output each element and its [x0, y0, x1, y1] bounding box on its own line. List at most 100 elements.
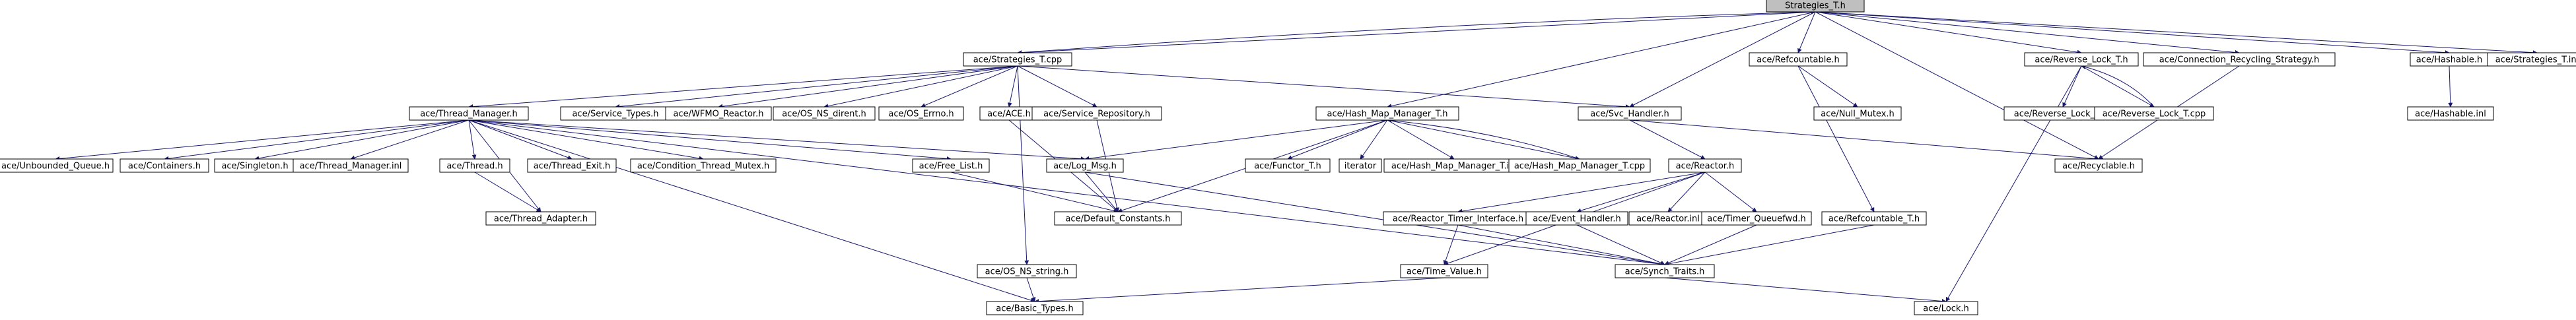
node-lock-h[interactable]: ace/Lock.h [1914, 301, 1978, 315]
node-box [1525, 211, 1628, 226]
node-label: ace/Null_Mutex.h [1821, 110, 1895, 119]
node-box [1400, 264, 1488, 278]
node-root[interactable]: Strategies_T.h [1766, 0, 1865, 13]
node-label: ace/Service_Repository.h [1043, 110, 1150, 119]
node-functor[interactable]: ace/Functor_T.h [1245, 158, 1331, 173]
edge-refcountable-to-null_mutex [1797, 65, 1858, 108]
node-box [0, 158, 114, 173]
node-basic-types[interactable]: ace/Basic_Types.h [986, 301, 1084, 315]
node-box [1315, 106, 1459, 121]
node-singleton[interactable]: ace/Singleton.h [214, 158, 296, 173]
edge-hash_map_mgr-to-log_msg [1084, 119, 1388, 161]
node-conn-recyc[interactable]: ace/Connection_Recycling_Strategy.h [2143, 52, 2336, 67]
node-synch-traits[interactable]: ace/Synch_Traits.h [1615, 264, 1715, 278]
node-rev-lock-cpp[interactable]: ace/Reverse_Lock_T.cpp [2094, 106, 2214, 121]
node-box [1701, 211, 1812, 226]
edge-refcountable-to-refcountable_t [1797, 65, 1875, 212]
node-label: ace/Thread_Manager.inl [300, 162, 402, 172]
node-label: ace/Log_Msg.h [1053, 162, 1117, 172]
node-free-list[interactable]: ace/Free_List.h [912, 158, 990, 173]
node-label: ace/Basic_Types.h [996, 304, 1073, 314]
edge-strat_cpp-to-os_ns_dirent [823, 65, 1018, 109]
node-strat-inl[interactable]: ace/Strategies_T.inl [2487, 52, 2576, 67]
node-label: Strategies_T.h [1785, 1, 1846, 11]
node-box [1046, 158, 1124, 173]
node-label: ace/Reactor.inl [1636, 214, 1700, 224]
node-ace-h[interactable]: ace/ACE.h [979, 106, 1039, 121]
edge-synch_traits-to-lock_h [1664, 277, 1947, 304]
node-box [2487, 52, 2576, 67]
node-label: ace/OS_NS_dirent.h [782, 110, 866, 119]
edge-rev_lock-to-rev_lock_inl [2062, 65, 2082, 108]
edge-strat_cpp-to-os_errno [921, 65, 1018, 108]
node-thread-adapter[interactable]: ace/Thread_Adapter.h [485, 211, 596, 226]
node-os-errno[interactable]: ace/OS_Errno.h [878, 106, 964, 121]
node-label: ace/Hash_Map_Manager_T.h [1327, 110, 1448, 119]
node-null-mutex[interactable]: ace/Null_Mutex.h [1813, 106, 1902, 121]
node-label: ace/Svc_Handler.h [1590, 110, 1669, 119]
node-os-ns-string[interactable]: ace/OS_NS_string.h [977, 264, 1077, 278]
node-timer-queuefwd[interactable]: ace/Timer_Queuefwd.h [1701, 211, 1812, 226]
node-label: ace/Reverse_Lock_T.cpp [2103, 110, 2206, 119]
node-refcountable-t[interactable]: ace/Refcountable_T.h [1821, 211, 1927, 226]
node-hash-map-mgr[interactable]: ace/Hash_Map_Manager_T.h [1315, 106, 1459, 121]
dependency-edges [55, 9, 2538, 304]
node-box [409, 106, 529, 121]
node-box [773, 106, 876, 121]
node-box [665, 106, 772, 121]
node-hashable-inl[interactable]: ace/Hashable.inl [2407, 106, 2494, 121]
node-svc-repo[interactable]: ace/Service_Repository.h [1031, 106, 1162, 121]
edge-free_list-to-default_consts [950, 172, 1119, 213]
edge-thread_mgr-to-free_list [468, 119, 952, 161]
edge-hashable-to-hashable_inl [2448, 65, 2453, 108]
node-time-value[interactable]: ace/Time_Value.h [1400, 264, 1488, 278]
node-hashable[interactable]: ace/Hashable.h [2410, 52, 2489, 67]
node-thread-exit[interactable]: ace/Thread_Exit.h [527, 158, 617, 173]
node-box [2054, 158, 2143, 173]
node-reactor[interactable]: ace/Reactor.h [1668, 158, 1742, 173]
node-containers[interactable]: ace/Containers.h [120, 158, 209, 173]
node-label: ace/Functor_T.h [1254, 162, 1321, 172]
node-unb-queue[interactable]: ace/Unbounded_Queue.h [0, 158, 114, 173]
node-event-handler[interactable]: ace/Event_Handler.h [1525, 211, 1628, 226]
node-label: ace/Lock.h [1923, 304, 1969, 314]
edge-root-to-strat_inl [1815, 11, 2538, 55]
node-log-msg[interactable]: ace/Log_Msg.h [1046, 158, 1124, 173]
node-label: ace/Refcountable_T.h [1828, 214, 1920, 224]
node-hash-map-cpp[interactable]: ace/Hash_Map_Manager_T.cpp [1508, 158, 1651, 173]
node-svc-handler[interactable]: ace/Svc_Handler.h [1578, 106, 1682, 121]
edge-refcountable_t-to-synch_traits [1664, 224, 1875, 267]
node-label: ace/Connection_Recycling_Strategy.h [2159, 55, 2319, 65]
node-thread-h[interactable]: ace/Thread.h [439, 158, 510, 173]
edge-thread_mgr-to-log_msg [468, 119, 1086, 162]
edge-rev_lock-to-lock_h [1945, 65, 2082, 302]
node-box [527, 158, 617, 173]
node-cond-thr-mutex[interactable]: ace/Condition_Thread_Mutex.h [630, 158, 777, 173]
edge-hash_map_mgr-to-functor [1287, 119, 1388, 160]
node-box [1578, 106, 1682, 121]
node-label: ace/Hashable.h [2416, 55, 2482, 65]
edge-thread_mgr-to-thread_exit [468, 119, 573, 160]
node-box [986, 301, 1084, 315]
node-os-ns-dirent[interactable]: ace/OS_NS_dirent.h [773, 106, 876, 121]
node-reactor-inl[interactable]: ace/Reactor.inl [1628, 211, 1708, 226]
edge-reactor-to-reactor_timer [1457, 172, 1706, 214]
node-box [1339, 158, 1382, 173]
node-thread-mgr-inl[interactable]: ace/Thread_Manager.inl [293, 158, 409, 173]
edge-log_msg-to-default_consts [1084, 172, 1119, 212]
node-svc-types[interactable]: ace/Service_Types.h [560, 106, 671, 121]
edge-root-to-rev_lock [1815, 11, 2082, 55]
node-refcountable[interactable]: ace/Refcountable.h [1749, 52, 1848, 67]
node-rev-lock[interactable]: ace/Reverse_Lock_T.h [2024, 52, 2139, 67]
node-strat-cpp[interactable]: ace/Strategies_T.cpp [963, 52, 1072, 67]
node-recyclable[interactable]: ace/Recyclable.h [2054, 158, 2143, 173]
node-hash-map-inl[interactable]: ace/Hash_Map_Manager_T.inl [1383, 158, 1525, 173]
node-thread-mgr[interactable]: ace/Thread_Manager.h [409, 106, 529, 121]
node-reactor-timer[interactable]: ace/Reactor_Timer_Interface.h [1383, 211, 1533, 226]
edge-hash_map_mgr-to-iterator [1360, 119, 1388, 160]
edge-strat_cpp-to-wfmo [718, 65, 1018, 109]
node-label: ace/Thread_Exit.h [534, 162, 610, 172]
node-box [1749, 52, 1848, 67]
node-wfmo[interactable]: ace/WFMO_Reactor.h [665, 106, 772, 121]
node-default-consts[interactable]: ace/Default_Constants.h [1054, 211, 1182, 226]
